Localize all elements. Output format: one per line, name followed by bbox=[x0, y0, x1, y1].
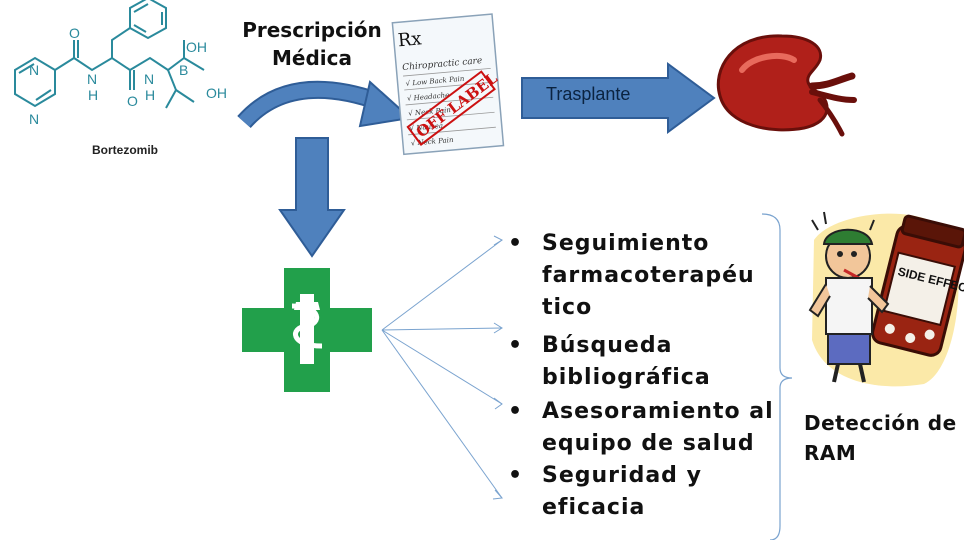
note-line-2: √ Headache bbox=[407, 91, 450, 103]
list-item: • Seguridad y eficacia bbox=[508, 460, 778, 524]
connector-to-asesoramiento bbox=[381, 329, 503, 405]
atom-h1: H bbox=[88, 87, 98, 103]
bullet-text: Búsqueda bibliográfica bbox=[542, 333, 711, 390]
atom-n1: N bbox=[29, 62, 39, 78]
curved-arrow bbox=[237, 80, 413, 129]
bullet-dot: • bbox=[508, 463, 524, 488]
note-line-3: √ Neck Pain bbox=[408, 106, 452, 118]
atom-n-amide1: N bbox=[87, 71, 97, 87]
atom-oh-top: OH bbox=[186, 39, 207, 55]
brace bbox=[761, 213, 793, 540]
sick-person-icon: SIDE EFFECTS bbox=[808, 211, 964, 387]
connector-to-seguimiento bbox=[381, 239, 503, 331]
bullet-dot: • bbox=[508, 231, 524, 256]
prescription-label: Prescripción Médica bbox=[232, 16, 392, 72]
bullet-text: Seguridad y eficacia bbox=[542, 463, 702, 520]
atom-n-amide2: N bbox=[144, 71, 154, 87]
prescription-label-line2: Médica bbox=[272, 46, 352, 70]
bullet-dot: • bbox=[508, 399, 524, 424]
prescription-pad-icon: Rx Chiropractic care √ Low Back Pain √ H… bbox=[391, 13, 505, 156]
detection-label: Detección de RAM bbox=[804, 408, 964, 468]
atom-o1: O bbox=[69, 25, 80, 41]
transplant-label: Trasplante bbox=[546, 84, 631, 104]
detection-label-line1: Detección de bbox=[804, 411, 957, 435]
bullet-dot: • bbox=[508, 333, 524, 358]
connector-to-busqueda bbox=[381, 327, 503, 331]
atom-h2: H bbox=[145, 87, 155, 103]
kidney-icon bbox=[716, 34, 857, 137]
bortezomib-structure: N N O N H O N H B OH OH bbox=[14, 0, 227, 127]
bullet-text: Asesoramiento al equipo de salud bbox=[542, 399, 774, 456]
prescription-label-line1: Prescripción bbox=[242, 18, 382, 42]
services-list: • Seguimiento farmacoterapéu tico • Búsq… bbox=[508, 228, 778, 526]
detection-label-line2: RAM bbox=[804, 441, 857, 465]
list-item: • Seguimiento farmacoterapéu tico bbox=[508, 228, 778, 324]
atom-n2: N bbox=[29, 111, 39, 127]
note-line-5: √ Neck Pain bbox=[411, 136, 455, 148]
atom-boron: B bbox=[179, 62, 188, 78]
atom-o2: O bbox=[127, 93, 138, 109]
pharmacy-cross-icon bbox=[242, 268, 372, 392]
down-arrow bbox=[278, 137, 346, 258]
list-item: • Asesoramiento al equipo de salud bbox=[508, 396, 778, 460]
bullet-text: Seguimiento farmacoterapéu tico bbox=[542, 231, 755, 320]
rx-symbol: Rx bbox=[397, 28, 422, 51]
atom-oh-right: OH bbox=[206, 85, 227, 101]
list-item: • Búsqueda bibliográfica bbox=[508, 330, 778, 394]
molecule-name: Bortezomib bbox=[92, 143, 158, 157]
connector-to-seguridad bbox=[381, 329, 503, 499]
transplant-arrow bbox=[521, 62, 716, 134]
note-line-4: √ Nausea bbox=[409, 122, 443, 133]
